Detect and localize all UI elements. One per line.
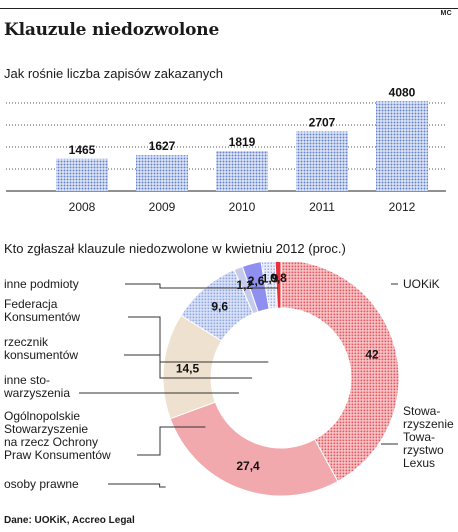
page-title: Klauzule niedozwolone: [4, 20, 220, 40]
leader-line: [125, 283, 279, 289]
segment-label: UOKiK: [403, 277, 440, 291]
donut-slice: [280, 262, 400, 483]
bar: [296, 131, 348, 191]
leader-line: [128, 316, 269, 363]
bar-value-label: 4080: [389, 88, 416, 99]
donut-slice: [274, 262, 282, 309]
slice-value-label: 27,4: [236, 459, 260, 473]
bar-chart: 1465 2008 1627 2009 1819 2010 2707 2011 4080 2012: [6, 88, 446, 214]
bar-value-label: 1819: [229, 135, 256, 149]
author-credit: MC: [440, 10, 452, 17]
slice-value-label: 0,8: [270, 271, 287, 285]
bar-category-label: 2011: [309, 200, 335, 214]
leader-line: [108, 483, 166, 488]
slice-value-label: 42: [365, 348, 379, 362]
bar-category-label: 2009: [149, 200, 176, 214]
bar: [136, 155, 188, 191]
slice-value-label: 2,6: [248, 274, 265, 288]
slice-value-label: 9,6: [211, 300, 228, 314]
leader-line: [137, 426, 206, 456]
segment-label: osoby prawne: [4, 477, 79, 491]
segment-label: inne podmioty: [4, 277, 79, 291]
bar: [376, 101, 428, 191]
bar: [216, 150, 268, 191]
source-note: Dane: UOKiK, Accreo Legal: [4, 515, 135, 526]
slice-value-label: 14,5: [176, 361, 200, 375]
bar-chart-title: Jak rośnie liczba zapisów zakazanych: [4, 66, 223, 81]
bar: [56, 158, 108, 191]
donut-chart-title: Kto zgłaszał klauzule niedozwolone w kwi…: [4, 241, 346, 256]
donut-slice: [169, 401, 339, 497]
bar-value-label: 1627: [149, 139, 176, 153]
bar-category-label: 2010: [229, 200, 256, 214]
slice-value-label: 1,9: [262, 272, 279, 286]
bar-category-label: 2008: [69, 200, 96, 214]
bar-category-label: 2012: [389, 200, 416, 214]
segment-label: inne sto-warzyszenia: [3, 373, 70, 400]
bar-value-label: 2707: [309, 115, 336, 129]
top-rule: [0, 8, 458, 9]
bar-value-label: 1465: [69, 143, 96, 157]
leader-line: [124, 354, 253, 379]
